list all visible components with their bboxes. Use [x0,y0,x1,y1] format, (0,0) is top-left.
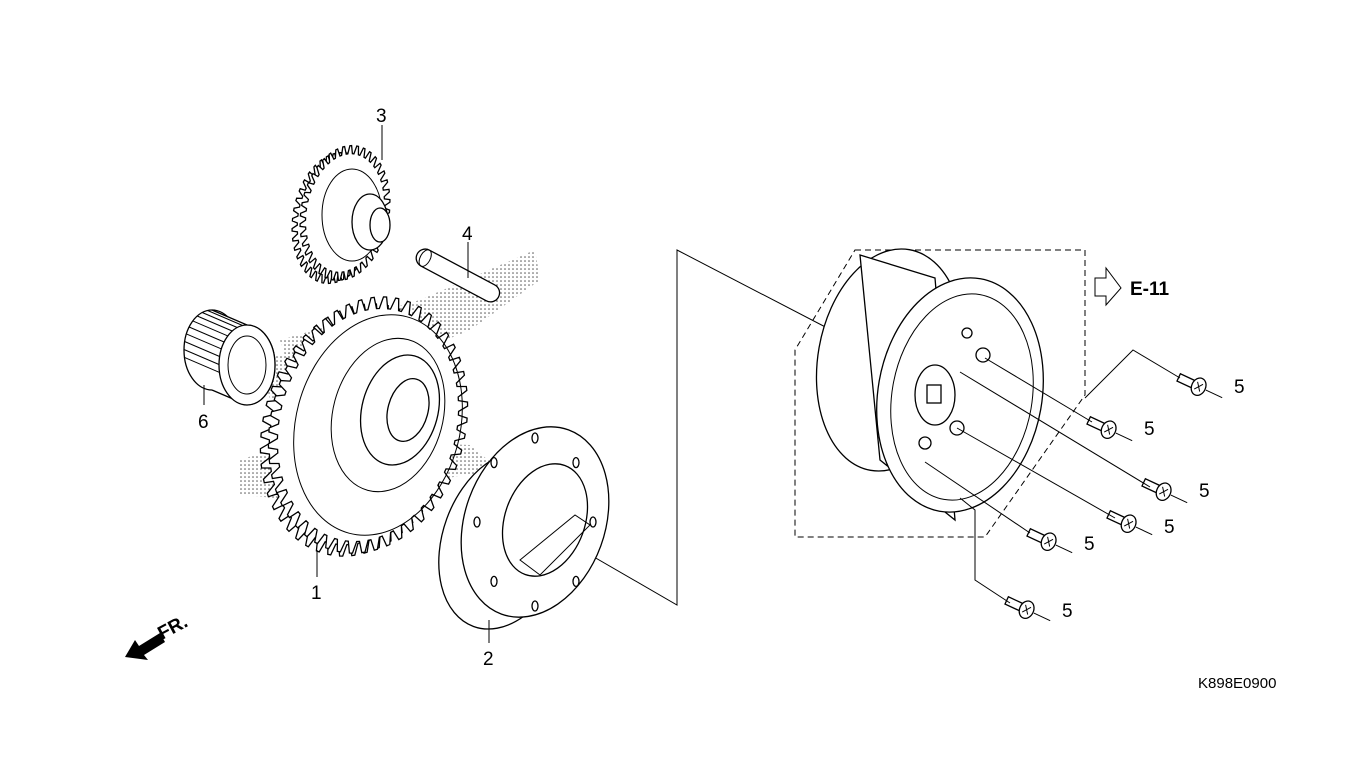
arrow-front-icon [125,633,165,660]
needle [188,326,225,343]
bolt-leader [1055,544,1073,554]
bolt-hole [473,516,481,528]
bolt-hole [490,456,498,469]
callout-5f: 5 [1062,601,1073,622]
needle-bearing[interactable] [183,309,276,406]
callout-5c: 5 [1199,481,1210,502]
bolt [1086,415,1133,442]
flywheel[interactable] [800,237,1062,525]
starter-clutch[interactable] [415,406,634,648]
bolt-leaders [924,349,1181,604]
callout-5e: 5 [1084,534,1095,555]
callout-2: 2 [483,649,494,670]
needle [202,312,238,328]
bolt-leader [1135,526,1153,536]
bolt-hole [531,432,539,444]
needle [207,310,243,326]
gear-rim [293,314,463,536]
bolt-hole [589,516,597,528]
flywheel-assembly-boundary [794,249,1086,538]
front-indicator: FR. [125,612,191,660]
gear-web [330,337,446,493]
bolt-leader [1205,389,1223,399]
bolt [1026,527,1073,554]
callout-1: 1 [311,583,322,604]
bolt-socket [1043,536,1054,547]
idle-gear[interactable] [291,144,391,285]
bolt-leader [1170,494,1188,504]
bolt [1141,477,1188,504]
bolt-socket [1158,486,1169,497]
driven-gear[interactable] [259,296,486,557]
bolt-socket [1193,381,1204,392]
shaft[interactable] [413,246,503,305]
bolt-leader [1033,612,1051,622]
bolt [1004,595,1051,622]
callout-3: 3 [376,106,387,127]
assembly-leader-line [529,249,836,606]
needle [183,349,220,365]
gear-bore [386,378,430,442]
callout-5a: 5 [1234,377,1245,398]
reference-code: K898E0900 [1198,675,1276,692]
needle [186,333,222,350]
bolt-hole [490,575,498,588]
arrow-right-icon [1094,266,1122,307]
callout-leaders [203,125,490,643]
section-link-e11[interactable]: E-11 [1094,266,1170,307]
bolt-socket [1123,518,1134,529]
bolt-socket [1021,604,1032,615]
bolt-leader [1115,432,1133,442]
bolt [1106,509,1153,536]
bolt-hole [572,575,580,588]
bolt [1176,372,1223,399]
bolt-socket [1103,424,1114,435]
callout-5b: 5 [1144,419,1155,440]
bolt-hole [531,600,539,612]
needle [184,356,220,373]
gear-bore [369,207,391,243]
needle [184,341,220,357]
callout-5d: 5 [1164,517,1175,538]
callout-4: 4 [462,224,473,245]
needle [192,320,228,337]
callout-6: 6 [198,412,209,433]
needle [197,315,233,332]
bolt-hole [572,456,580,469]
section-link-label: E-11 [1130,279,1170,300]
